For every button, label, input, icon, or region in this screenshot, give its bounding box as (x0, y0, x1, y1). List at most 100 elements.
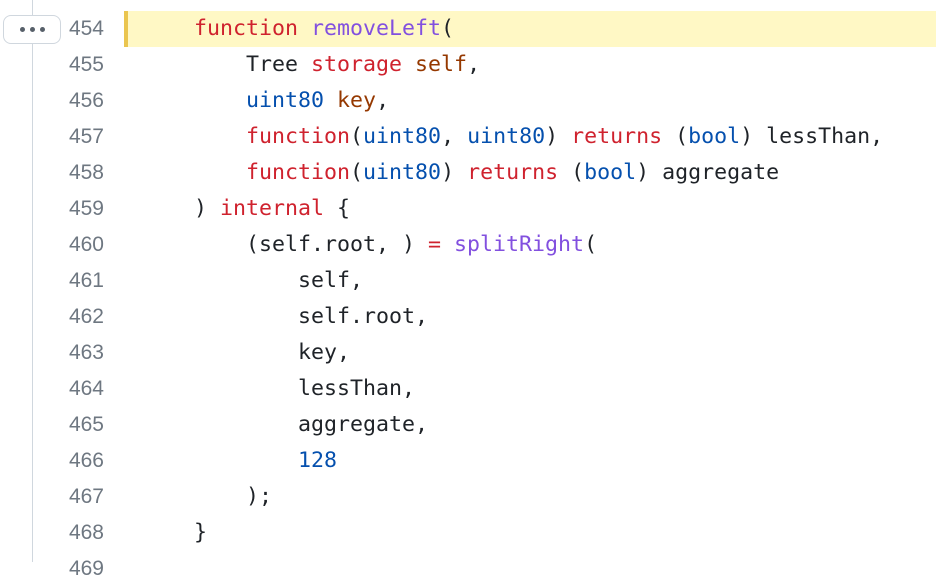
code-token: ( (558, 160, 585, 185)
code-token: ) (194, 196, 221, 221)
code-line: 455 Tree storage self, (0, 47, 936, 83)
code-line: 463 key, (0, 335, 936, 371)
line-number[interactable]: 464 (68, 377, 104, 400)
code-line: 454 function removeLeft( (0, 11, 936, 47)
line-code: function(uint80) returns (bool) aggregat… (194, 155, 779, 191)
code-token: removeLeft (311, 16, 442, 41)
code-token: ( (584, 232, 598, 257)
line-number[interactable]: 460 (68, 233, 104, 256)
code-token (402, 52, 415, 77)
code-line: 457 function(uint80, uint80) returns (bo… (0, 119, 936, 155)
code-token: returns (571, 124, 663, 149)
line-code: ); (194, 479, 272, 515)
code-token: uint80 (467, 124, 546, 149)
code-token: function (246, 160, 351, 185)
code-token: uint80 (363, 124, 442, 149)
line-highlight (124, 11, 936, 47)
code-token: ); (194, 484, 273, 509)
gutter-divider (32, 0, 33, 562)
code-token: self.root, (194, 304, 429, 329)
code-token: aggregate, (194, 412, 429, 437)
code-token: ) (441, 160, 468, 185)
code-token: key (337, 88, 377, 113)
line-code: self, (194, 263, 363, 299)
code-token: lessThan, (194, 376, 416, 401)
code-token (298, 16, 311, 41)
line-options-button[interactable] (3, 15, 61, 44)
code-line: 456 uint80 key, (0, 83, 936, 119)
code-token: storage (311, 52, 403, 77)
line-code: Tree storage self, (194, 47, 480, 83)
code-token: uint80 (363, 160, 442, 185)
code-line: 458 function(uint80) returns (bool) aggr… (0, 155, 936, 191)
line-number[interactable]: 463 (68, 341, 104, 364)
line-code: (self.root, ) = splitRight( (194, 227, 597, 263)
code-token: self (415, 52, 468, 77)
code-token: , (441, 124, 468, 149)
line-number[interactable]: 462 (68, 305, 104, 328)
code-line: 469 (0, 551, 936, 587)
line-code: function removeLeft( (194, 11, 454, 47)
code-token (194, 448, 298, 473)
code-token: ) aggregate (636, 160, 780, 185)
code-token: Tree (194, 52, 312, 77)
code-line: 464 lessThan, (0, 371, 936, 407)
code-token: returns (467, 160, 559, 185)
ellipsis-icon (19, 27, 45, 32)
line-number[interactable]: 455 (68, 53, 104, 76)
code-line: 465 aggregate, (0, 407, 936, 443)
code-token: function (246, 124, 351, 149)
code-line: 462 self.root, (0, 299, 936, 335)
code-token: { (324, 196, 351, 221)
line-number[interactable]: 457 (68, 125, 104, 148)
line-number[interactable]: 465 (68, 413, 104, 436)
code-line: 466 128 (0, 443, 936, 479)
line-number[interactable]: 461 (68, 269, 104, 292)
code-token: key, (194, 340, 351, 365)
line-number[interactable]: 453 (40, 0, 104, 11)
code-line: 468} (0, 515, 936, 551)
line-number[interactable]: 467 (68, 485, 104, 508)
line-number[interactable]: 466 (68, 449, 104, 472)
code-line: 460 (self.root, ) = splitRight( (0, 227, 936, 263)
code-token: ( (441, 16, 455, 41)
code-token: = (428, 232, 442, 257)
line-number[interactable]: 469 (68, 557, 104, 580)
line-number[interactable]: 468 (68, 521, 104, 544)
code-token: bool (584, 160, 637, 185)
code-token: , (376, 88, 390, 113)
line-code: 128 (194, 443, 337, 479)
line-code: uint80 key, (194, 83, 389, 119)
code-token: ( (662, 124, 689, 149)
code-token: 128 (298, 448, 338, 473)
line-number[interactable]: 456 (68, 89, 104, 112)
code-token: ( (350, 160, 364, 185)
line-number[interactable]: 454 (68, 17, 104, 40)
code-token: (self.root, ) (194, 232, 429, 257)
code-line: 459) internal { (0, 191, 936, 227)
line-code: self.root, (194, 299, 428, 335)
line-code: } (194, 515, 207, 551)
code-token (194, 160, 246, 185)
code-token: internal (220, 196, 325, 221)
line-number[interactable]: 459 (68, 197, 104, 220)
line-code: function(uint80, uint80) returns (bool) … (194, 119, 883, 155)
code-token (194, 88, 246, 113)
line-number[interactable]: 458 (68, 161, 104, 184)
line-code: aggregate, (194, 407, 428, 443)
line-code: lessThan, (194, 371, 415, 407)
code-token: ) (545, 124, 572, 149)
code-token: uint80 (246, 88, 325, 113)
code-token: bool (688, 124, 741, 149)
code-token (324, 88, 337, 113)
code-token: splitRight (454, 232, 585, 257)
line-code: ) internal { (194, 191, 350, 227)
line-code: key, (194, 335, 350, 371)
code-token (441, 232, 454, 257)
code-line: 453 (0, 0, 936, 11)
code-line: 467 ); (0, 479, 936, 515)
code-line: 461 self, (0, 263, 936, 299)
code-token: function (194, 16, 299, 41)
code-token: ) lessThan, (740, 124, 884, 149)
